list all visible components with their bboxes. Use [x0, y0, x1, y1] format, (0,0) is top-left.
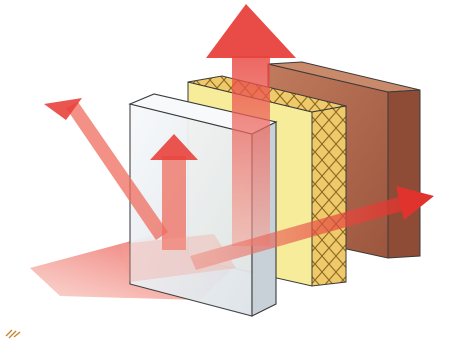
small-corner-mark [4, 326, 24, 340]
